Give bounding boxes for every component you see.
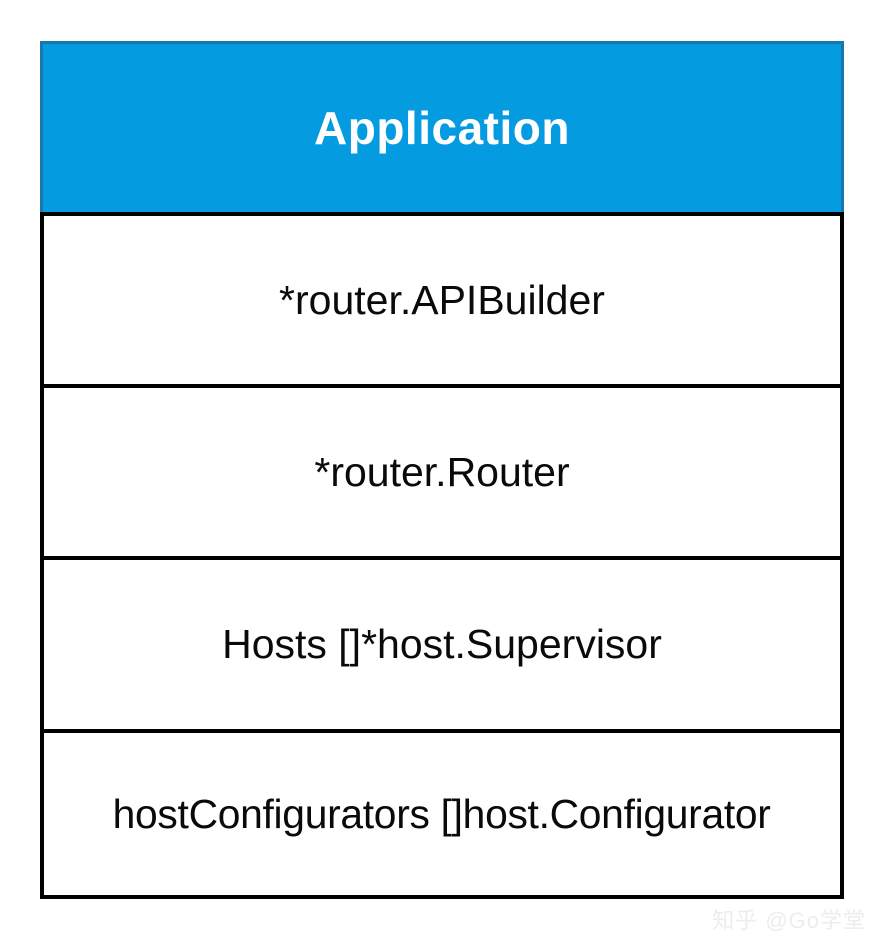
field-label-api-builder: *router.APIBuilder xyxy=(279,276,605,323)
field-label-router: *router.Router xyxy=(314,448,570,495)
page-title: Application xyxy=(314,102,570,154)
application-struct-diagram: Application *router.APIBuilder *router.R… xyxy=(40,41,844,899)
diagram-header: Application xyxy=(40,41,844,212)
field-row-list: *router.APIBuilder *router.Router Hosts … xyxy=(40,212,844,899)
field-label-host-configurators: hostConfigurators []host.Configurator xyxy=(113,790,771,837)
table-row: hostConfigurators []host.Configurator xyxy=(40,729,844,899)
watermark: 知乎 @Go学堂 xyxy=(712,908,866,933)
table-row: *router.Router xyxy=(40,384,844,556)
table-row: Hosts []*host.Supervisor xyxy=(40,556,844,729)
table-row: *router.APIBuilder xyxy=(40,212,844,384)
field-label-hosts: Hosts []*host.Supervisor xyxy=(222,621,662,667)
